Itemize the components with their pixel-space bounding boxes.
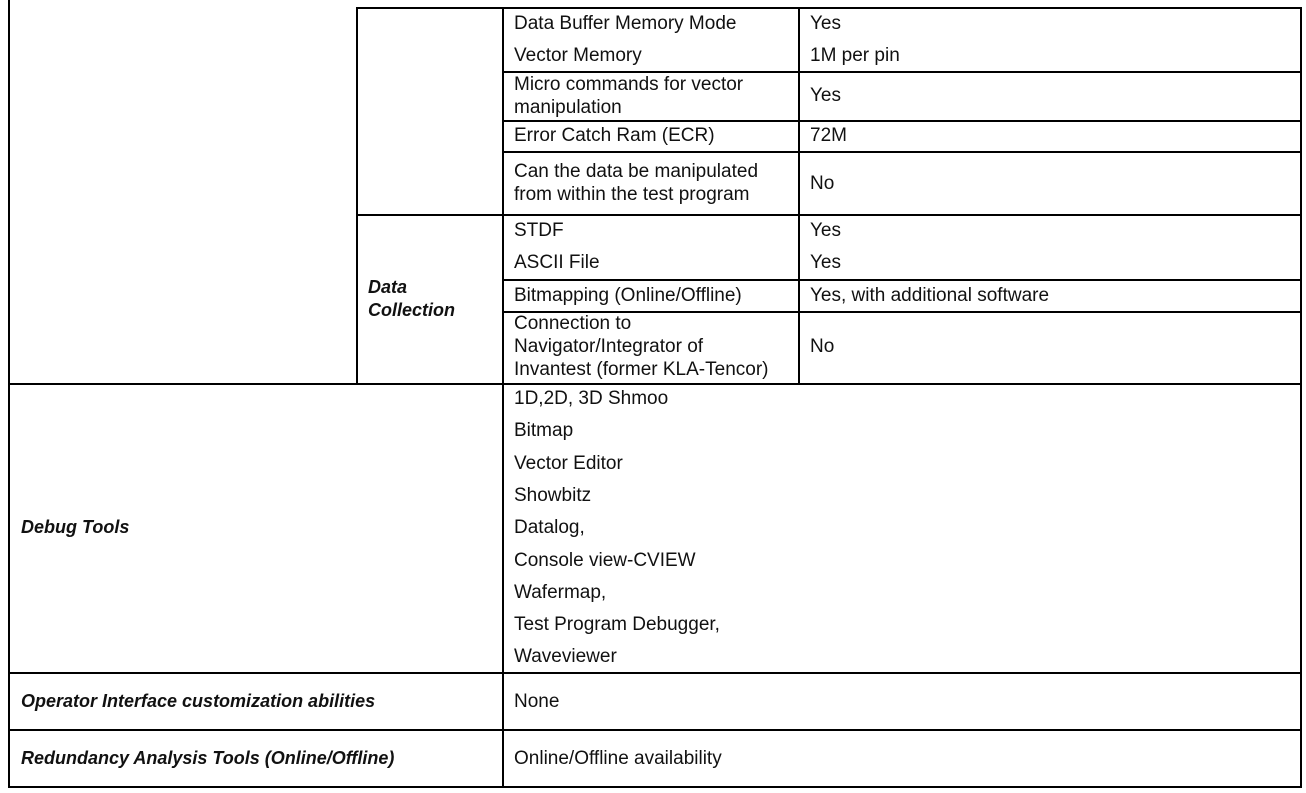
table-border <box>502 7 504 384</box>
table-border <box>8 0 10 787</box>
value-cell: No <box>810 336 835 357</box>
redundancy-value: Online/Offline availability <box>514 748 722 769</box>
table-border <box>356 214 1302 216</box>
value-cell: 72M <box>810 125 847 146</box>
debug-tool-item: Datalog, <box>514 517 585 538</box>
data-collection-label: Data <box>368 277 408 297</box>
table-border <box>1300 7 1302 787</box>
value-cell: Yes, with additional software <box>810 285 1050 306</box>
value-cell: No <box>810 173 835 194</box>
feature-cell: Error Catch Ram (ECR) <box>514 125 715 146</box>
table-border <box>8 383 1302 385</box>
feature-cell-line: Micro commands for vector <box>514 74 744 95</box>
debug-tool-item: Waveviewer <box>514 646 617 667</box>
feature-cell: ASCII File <box>514 252 600 273</box>
table-border <box>8 729 1302 731</box>
debug-tool-item: Bitmap <box>514 420 574 441</box>
debug-tool-item: Test Program Debugger, <box>514 614 720 635</box>
feature-cell: Data Buffer Memory Mode <box>514 13 737 34</box>
debug-tool-item: Wafermap, <box>514 582 607 603</box>
debug-tool-item: Showbitz <box>514 485 592 506</box>
table-border <box>8 786 1302 788</box>
redundancy-label: Redundancy Analysis Tools (Online/Offlin… <box>21 748 395 768</box>
value-cell: Yes <box>810 220 841 241</box>
table-border <box>502 71 1302 73</box>
table-border <box>502 383 504 787</box>
value-cell: Yes <box>810 85 841 106</box>
feature-cell-line: Can the data be manipulated <box>514 161 759 182</box>
table-border <box>356 7 358 384</box>
value-cell: 1M per pin <box>810 45 900 66</box>
value-cell: Yes <box>810 252 841 273</box>
table-border <box>356 7 1302 9</box>
feature-cell-line: manipulation <box>514 97 622 118</box>
value-cell: Yes <box>810 13 841 34</box>
feature-cell: Vector Memory <box>514 45 642 66</box>
operator-interface-value: None <box>514 691 560 712</box>
table-border <box>8 672 1302 674</box>
feature-cell-line: Invantest (former KLA-Tencor) <box>514 359 769 380</box>
feature-cell-line: Connection to <box>514 313 632 334</box>
feature-cell: STDF <box>514 220 564 241</box>
debug-tool-item: Vector Editor <box>514 453 623 474</box>
debug-tool-item: 1D,2D, 3D Shmoo <box>514 388 669 409</box>
data-collection-label: Collection <box>368 300 456 320</box>
table-border <box>502 311 1302 313</box>
table-border <box>502 120 1302 122</box>
feature-cell-line: from within the test program <box>514 184 750 205</box>
table-border <box>502 279 1302 281</box>
feature-cell: Bitmapping (Online/Offline) <box>514 285 742 306</box>
feature-cell-line: Navigator/Integrator of <box>514 336 704 357</box>
table-border <box>502 151 1302 153</box>
debug-tool-item: Console view-CVIEW <box>514 550 696 571</box>
debug-tools-label: Debug Tools <box>21 517 130 537</box>
table-border <box>798 7 800 384</box>
operator-interface-label: Operator Interface customization abiliti… <box>21 691 376 711</box>
